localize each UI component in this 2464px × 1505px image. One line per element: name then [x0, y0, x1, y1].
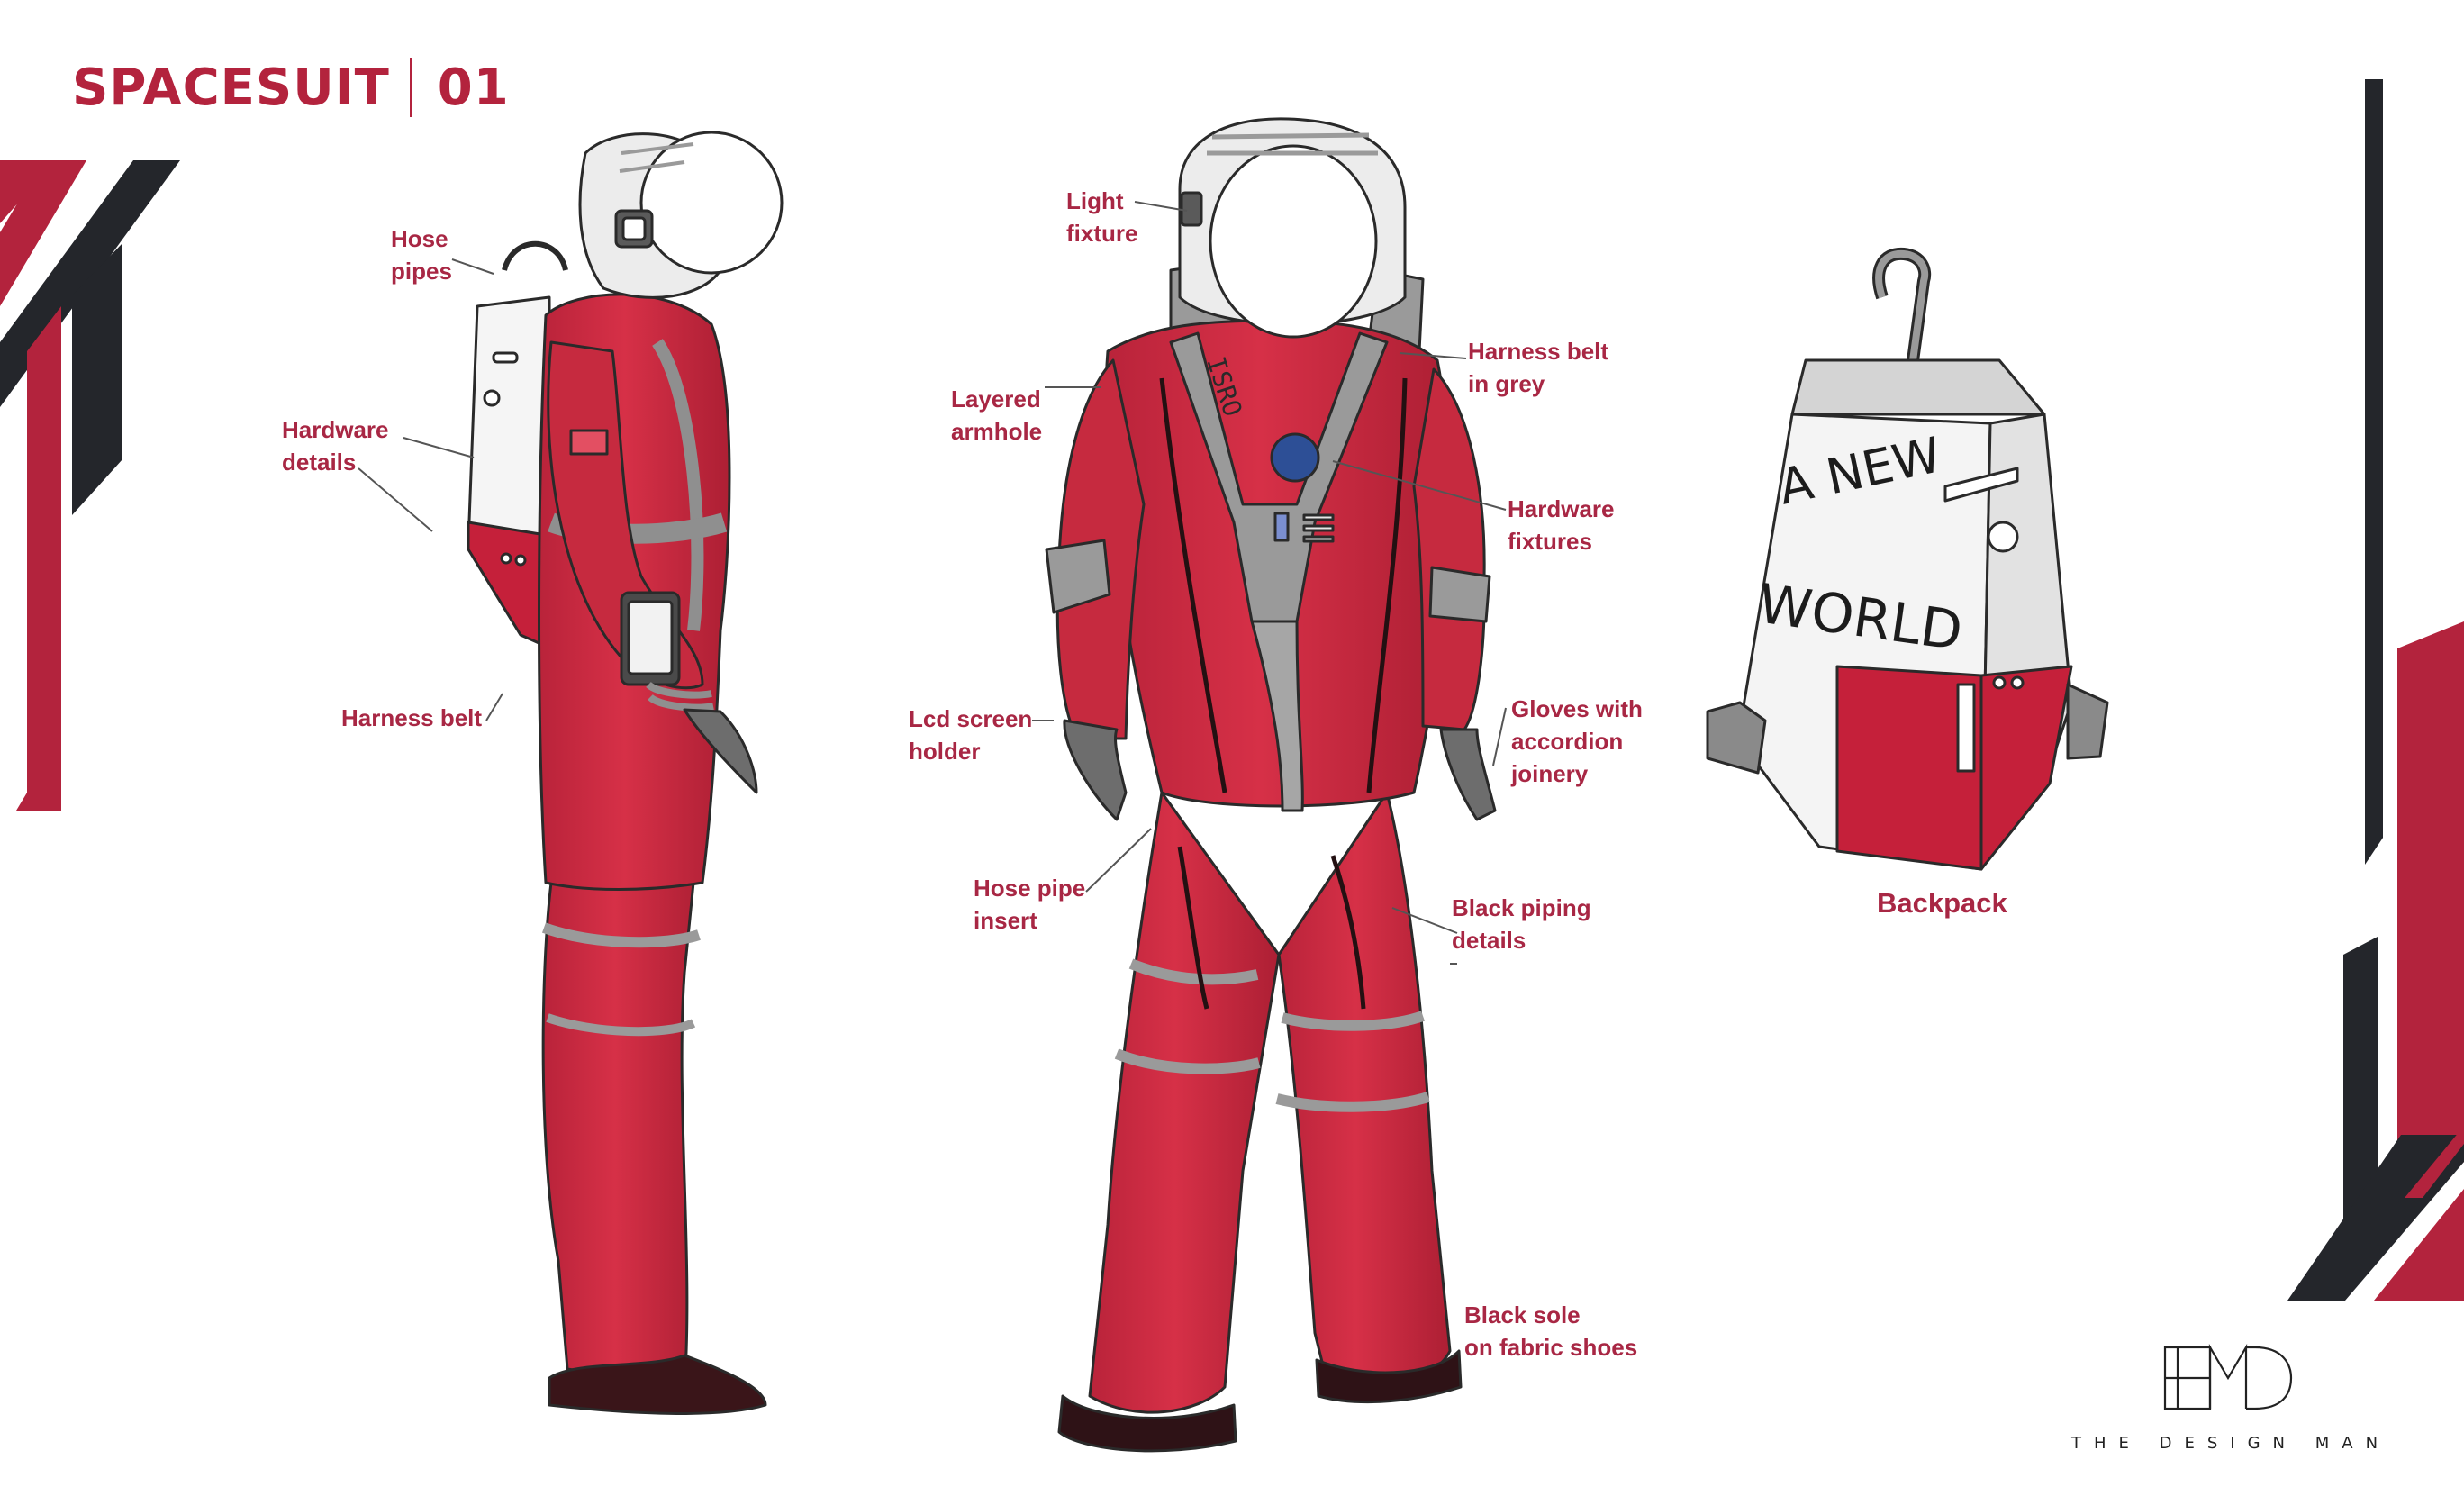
side-view-spacesuit	[467, 131, 784, 1415]
callout-line: Black sole	[1464, 1301, 1581, 1328]
callout-black-piping: Black piping details	[1452, 892, 1591, 956]
left-stripe-decor	[0, 160, 180, 811]
callout-line: Gloves with	[1511, 695, 1643, 722]
title-divider	[409, 58, 412, 117]
callout-line: pipes	[391, 258, 452, 285]
brand-tagline: THE DESIGN MAN	[2071, 1434, 2391, 1453]
callout-line: Light	[1066, 187, 1124, 214]
front-helmet	[1178, 117, 1407, 339]
callout-line: Layered	[951, 385, 1041, 413]
side-backpack	[467, 240, 568, 650]
callout-line: Lcd screen	[909, 705, 1033, 732]
backpack-label: Backpack	[1877, 887, 2007, 919]
callout-hardware-details: Hardware details	[282, 413, 389, 478]
brand-logo-icon	[2163, 1344, 2293, 1410]
callout-line: fixture	[1066, 220, 1138, 247]
callout-line: Hose	[391, 225, 448, 252]
callout-hose-pipe-insert: Hose pipe insert	[974, 872, 1085, 937]
callout-lcd-screen-holder: Lcd screen holder	[909, 703, 1032, 767]
callout-line: Hardware	[282, 416, 389, 443]
callout-line: details	[282, 449, 357, 476]
callout-line: Hardware	[1508, 495, 1615, 522]
title-main: SPACESUIT	[72, 58, 390, 117]
callout-line: on fabric shoes	[1464, 1334, 1638, 1361]
callout-harness-belt: Harness belt	[341, 702, 482, 734]
callout-line: Harness belt	[1468, 338, 1609, 365]
callout-line: Black piping	[1452, 894, 1591, 921]
callout-layered-armhole: Layered armhole	[951, 383, 1042, 448]
callout-line: in grey	[1468, 370, 1545, 397]
callout-line: details	[1452, 927, 1526, 954]
callout-line: accordion	[1511, 728, 1624, 755]
callout-line: insert	[974, 907, 1037, 934]
backpack-illustration	[1706, 247, 2109, 871]
callout-light-fixture: Light fixture	[1066, 185, 1137, 249]
callout-harness-belt-grey: Harness belt in grey	[1468, 335, 1608, 400]
callout-line: armhole	[951, 418, 1043, 445]
callout-leader-lines	[358, 201, 1507, 965]
callout-line: holder	[909, 738, 981, 765]
callout-line: joinery	[1511, 760, 1589, 787]
right-stripe-decor	[2287, 79, 2464, 1301]
callout-line: fixtures	[1508, 528, 1592, 555]
title-number: 01	[437, 58, 510, 117]
callout-gloves: Gloves with accordion joinery	[1511, 693, 1643, 790]
side-helmet	[578, 131, 784, 299]
callout-hose-pipes: Hose pipes	[391, 222, 452, 287]
callout-line: Harness belt	[341, 704, 483, 731]
callout-hardware-fixtures: Hardware fixtures	[1508, 493, 1615, 558]
front-view-spacesuit	[1045, 117, 1497, 1453]
page-title: SPACESUIT 01	[72, 58, 510, 117]
callout-black-sole: Black sole on fabric shoes	[1464, 1299, 1637, 1364]
callout-line: Hose pipe	[974, 875, 1086, 902]
